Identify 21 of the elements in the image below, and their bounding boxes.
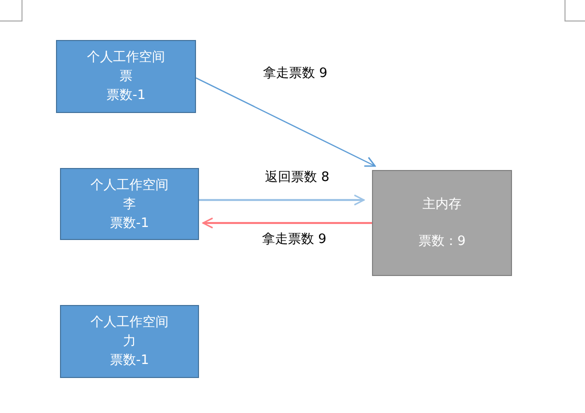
workspace-box <box>60 305 199 378</box>
node-text: 个人工作空间 <box>87 49 165 67</box>
arrow <box>196 77 376 167</box>
edge-label: 拿走票数 9 <box>260 230 328 248</box>
node-text: 票数：9 <box>418 233 466 251</box>
node-text: 票 <box>120 68 132 86</box>
edge-label: 拿走票数 9 <box>261 64 330 82</box>
node-text: 票数-1 <box>110 214 149 232</box>
node-text: 票数-1 <box>106 87 146 105</box>
node-text: 力 <box>123 333 136 351</box>
node-text: 主内存 <box>422 196 462 214</box>
node-text: 票数-1 <box>110 352 149 370</box>
node-text: 个人工作空间 <box>90 176 168 194</box>
node-text: 个人工作空间 <box>90 314 168 332</box>
workspace-box <box>60 168 199 240</box>
edge-label: 返回票数 8 <box>263 168 332 186</box>
node-text: 李 <box>123 196 136 214</box>
memory-box <box>372 170 512 276</box>
workspace-box <box>56 40 196 113</box>
arrow <box>199 194 365 206</box>
arrow <box>202 217 372 229</box>
